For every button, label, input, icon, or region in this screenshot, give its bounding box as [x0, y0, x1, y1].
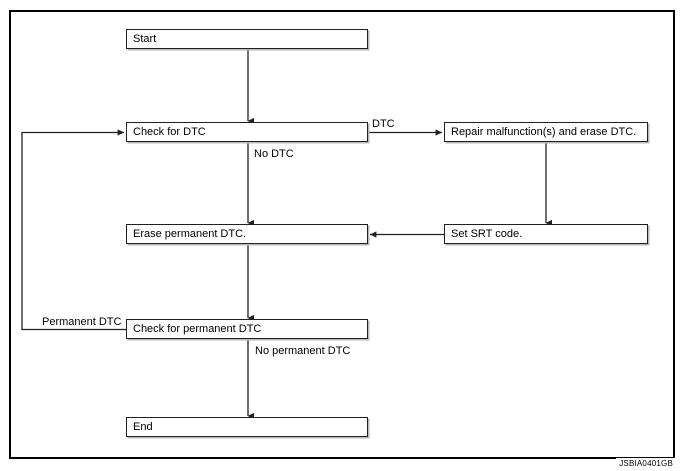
node-start-label: Start: [133, 32, 157, 45]
node-check-for-dtc-label: Check for DTC: [133, 125, 206, 138]
node-check-for-permanent-dtc-label: Check for permanent DTC: [133, 322, 262, 335]
edge-label-dtc: DTC: [372, 118, 395, 130]
diagram-border: [9, 10, 675, 459]
edge-label-permanent-dtc: Permanent DTC: [42, 316, 122, 328]
node-set-srt-code[interactable]: Set SRT code.: [444, 224, 648, 244]
node-erase-permanent-dtc[interactable]: Erase permanent DTC.: [126, 224, 368, 244]
node-start[interactable]: Start: [126, 29, 368, 49]
node-check-for-dtc[interactable]: Check for DTC: [126, 122, 368, 142]
node-repair-malfunction-label: Repair malfunction(s) and erase DTC.: [451, 125, 637, 138]
node-end-label: End: [133, 420, 153, 433]
edge-label-no-permanent-dtc: No permanent DTC: [255, 345, 351, 357]
node-end[interactable]: End: [126, 417, 368, 437]
edge-label-no-dtc: No DTC: [254, 148, 294, 160]
node-check-for-permanent-dtc[interactable]: Check for permanent DTC: [126, 319, 368, 339]
image-watermark: JSBIA0401GB: [616, 458, 676, 469]
node-repair-malfunction[interactable]: Repair malfunction(s) and erase DTC.: [444, 122, 648, 142]
node-erase-permanent-dtc-label: Erase permanent DTC.: [133, 227, 247, 240]
node-set-srt-code-label: Set SRT code.: [451, 227, 523, 240]
